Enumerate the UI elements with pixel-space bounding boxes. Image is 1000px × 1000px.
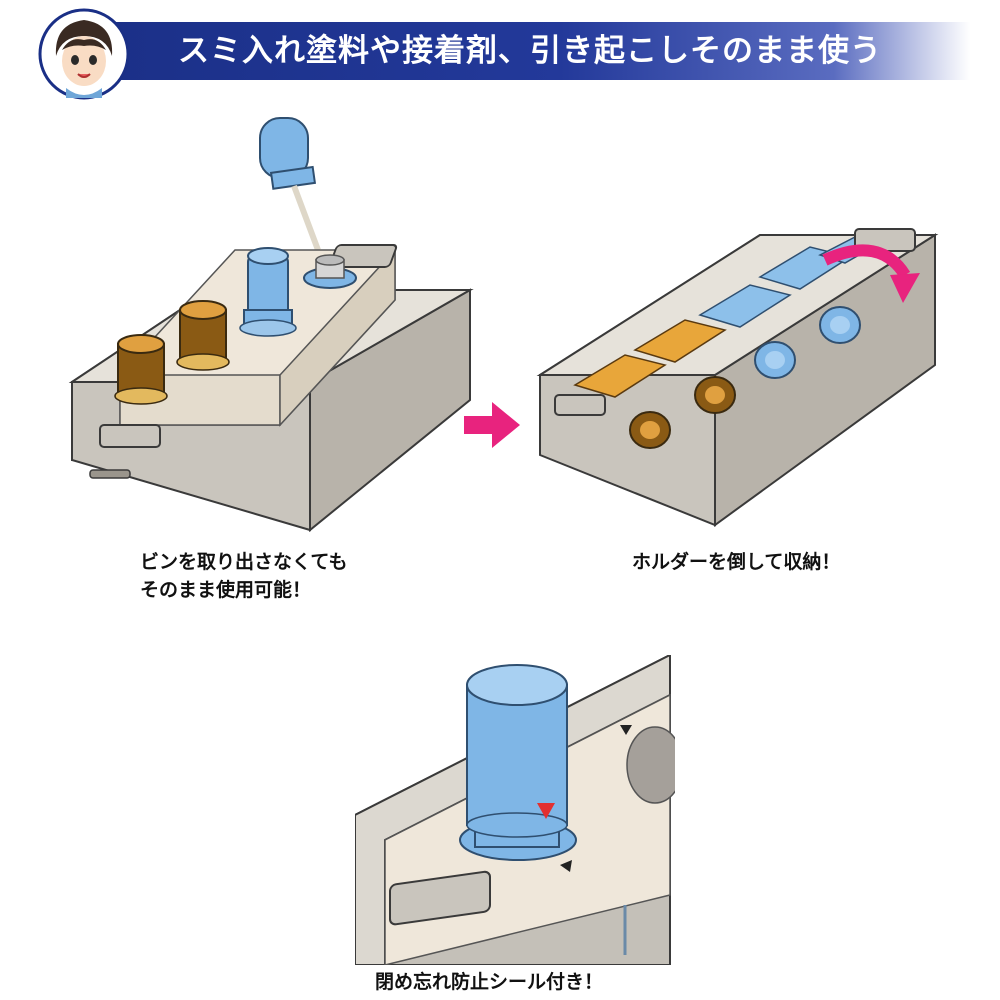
paint-bottle-amber-2-icon [176, 300, 230, 371]
red-triangle-sticker-icon [537, 803, 555, 819]
caption-bottom: 閉め忘れ防止シール付き！ [375, 971, 604, 993]
blue-bottle-icon [239, 247, 297, 337]
paint-bottle-amber-1-icon [114, 334, 168, 405]
caption-left-line1: ビンを取り出さなくても [140, 551, 348, 573]
header-banner: スミ入れ塗料や接着剤、引き起こしそのまま使う [0, 0, 1000, 110]
banner-title: スミ入れ塗料や接着剤、引き起こしそのまま使う [178, 33, 882, 69]
lying-amber-bottle-2-icon [694, 376, 736, 414]
banner-bar [60, 22, 970, 80]
lying-blue-bottle-1-icon [754, 341, 796, 379]
caption-left-line2: そのまま使用可能！ [140, 579, 312, 601]
lying-amber-bottle-1-icon [629, 411, 671, 449]
open-bottle-neck-icon [303, 254, 357, 289]
mascot-avatar-icon [36, 6, 132, 102]
brush-cap-icon [259, 117, 321, 252]
pink-right-arrow-icon [462, 400, 522, 450]
lying-blue-bottle-2-icon [819, 306, 861, 344]
caption-right: ホルダーを倒して収納！ [632, 551, 841, 573]
illustration-folded-holder [535, 215, 975, 535]
closeup-blue-bottle-icon [459, 664, 577, 861]
caption-left: ビンを取り出さなくても そのまま使用可能！ [140, 548, 347, 604]
curved-pink-arrow-icon [822, 244, 920, 303]
illustration-closeup-sticker [355, 655, 675, 965]
illustration-upright-holder [60, 100, 480, 540]
